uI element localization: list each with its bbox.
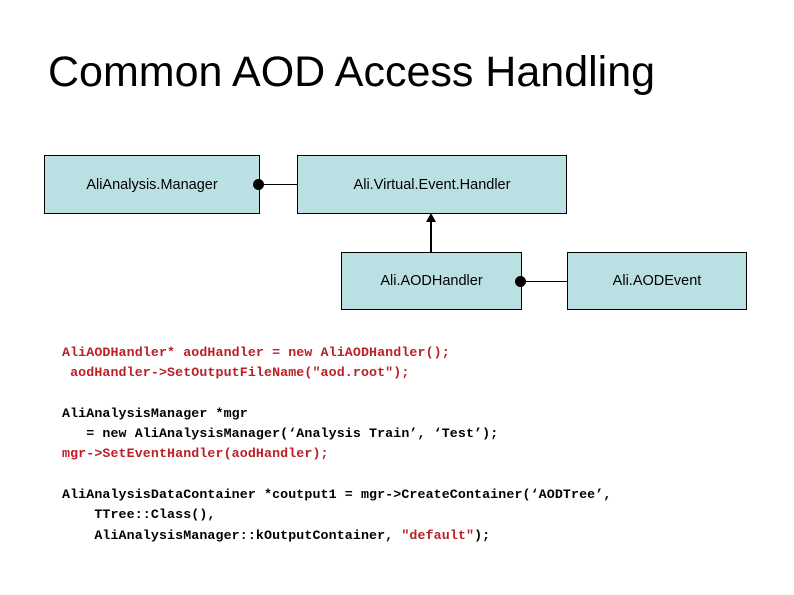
code-line: AliAnalysisManager *mgr [62,405,248,421]
code-line: AliAODHandler* aodHandler = new AliAODHa… [62,345,450,360]
code-line: AliAnalysisManager::kOutputContainer, "d… [62,526,782,546]
uml-box-label: Ali.AODHandler [380,273,483,289]
code-line [62,384,782,404]
code-line: AliAnalysisDataContainer *coutput1 = mgr… [62,487,612,503]
uml-box-aod-event[interactable]: Ali.AODEvent [567,252,747,310]
uml-box-label: Ali.AODEvent [612,273,702,289]
uml-box-label: AliAnalysis.Manager [86,176,218,193]
uml-box-aod-handler[interactable]: Ali.AODHandler [341,252,522,310]
code-line: = new AliAnalysisManager(‘Analysis Train… [62,426,499,442]
filled-circle-icon [253,179,264,190]
code-line: mgr->SetEventHandler(aodHandler); [62,446,329,462]
uml-box-virtual-event-handler[interactable]: Ali.Virtual.Event.Handler [297,155,567,214]
connector-manager-to-virtual-handler [262,183,298,186]
code-line: aodHandler->SetOutputFileName("aod.root"… [62,365,410,381]
filled-circle-icon [515,276,526,287]
connector-aod-handler-to-aod-event [524,280,568,283]
page-title: Common AOD Access Handling [48,48,656,96]
uml-box-label: Ali.Virtual.Event.Handler [353,176,511,193]
code-line [62,465,782,485]
arrow-up-icon [425,213,436,222]
code-line: TTree::Class(), [62,507,216,523]
code-token: AliAnalysisManager::kOutputContainer, [62,527,402,543]
uml-box-analysis-manager[interactable]: AliAnalysis.Manager [44,155,260,214]
code-token: ); [474,527,491,543]
code-snippet: AliAODHandler* aodHandler = new AliAODHa… [62,343,782,546]
code-token: "default" [401,527,475,543]
connector-aod-handler-to-virtual-handler [430,222,432,253]
